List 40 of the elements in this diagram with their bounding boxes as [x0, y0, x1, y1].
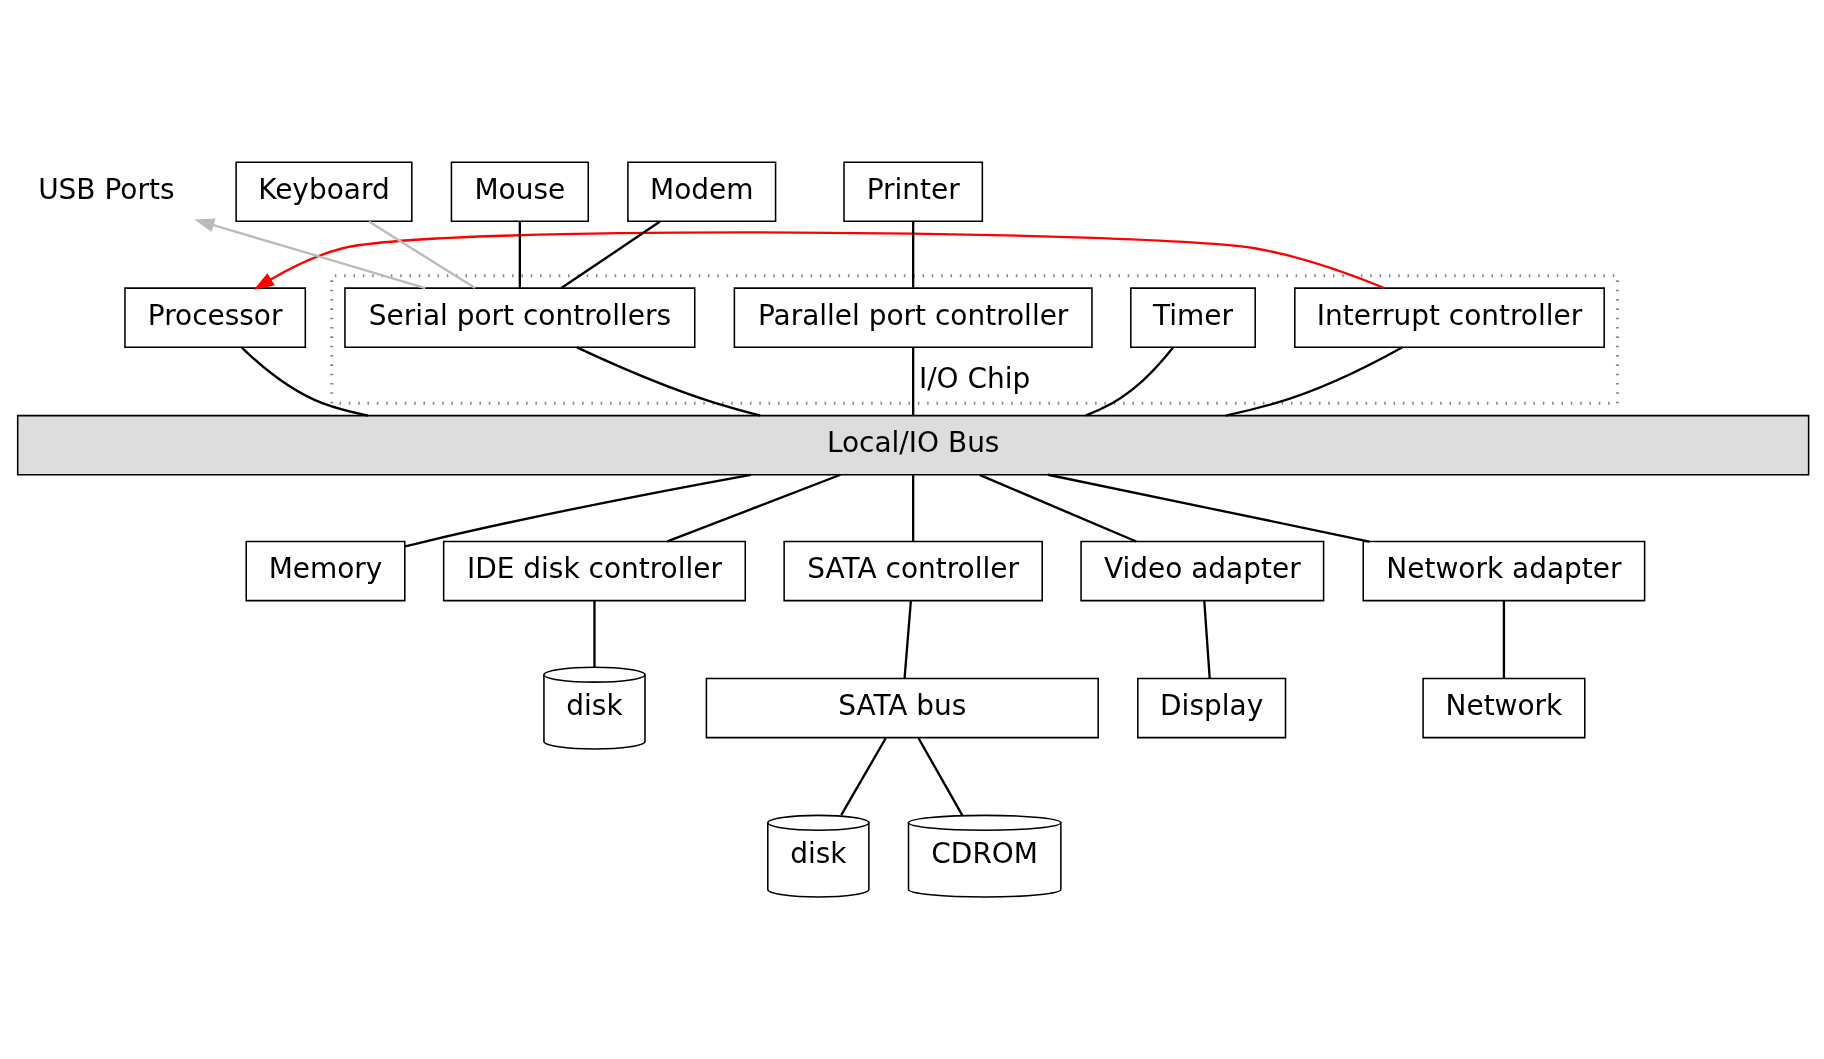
arrow	[194, 218, 426, 290]
node-box: Video adapter	[1080, 540, 1325, 602]
node-box: Modem	[627, 161, 777, 223]
connector	[576, 346, 761, 417]
node-box: Processor	[124, 287, 307, 348]
connector	[1502, 601, 1506, 679]
connector	[903, 600, 913, 679]
connector	[979, 473, 1137, 543]
node-box: Display	[1137, 677, 1287, 739]
connector	[1203, 600, 1211, 679]
connector	[368, 220, 476, 290]
node-box: Network	[1422, 677, 1586, 739]
connector	[593, 601, 596, 667]
node-text: USB Ports	[38, 172, 175, 206]
connector	[912, 347, 915, 416]
node-box: SATA controller	[783, 540, 1043, 602]
connector	[404, 473, 752, 548]
connector	[667, 473, 841, 543]
node-box: Parallel port controller	[733, 287, 1093, 348]
node-box: Timer	[1130, 287, 1256, 348]
node-box: Local/IO Bus	[16, 414, 1810, 476]
connector	[560, 220, 661, 290]
connector	[912, 221, 915, 288]
arrow	[253, 231, 1385, 290]
connector	[241, 346, 369, 417]
node-box: Keyboard	[235, 161, 413, 223]
node-box: Network adapter	[1362, 540, 1646, 602]
connector	[912, 475, 915, 542]
connector	[840, 737, 887, 816]
connector	[1225, 346, 1404, 417]
node-box: Memory	[245, 540, 406, 602]
node-box: Mouse	[450, 161, 590, 223]
node-box: Interrupt controller	[1294, 287, 1605, 348]
node-box: IDE disk controller	[442, 540, 747, 602]
connector	[1047, 473, 1370, 543]
node-box: Printer	[843, 161, 984, 223]
connector	[917, 737, 964, 816]
connector	[518, 221, 521, 288]
node-box: Serial port controllers	[344, 287, 696, 348]
node-box: SATA bus	[705, 677, 1099, 739]
